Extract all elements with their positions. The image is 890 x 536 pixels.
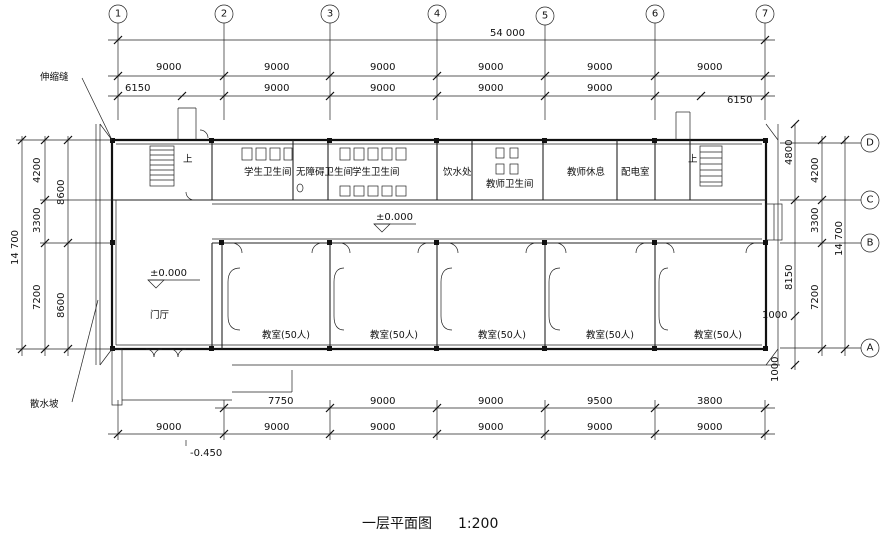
dim-bottom1-1: 7750: [268, 396, 293, 407]
dim-top-5: 9000: [587, 62, 612, 73]
lobby-doors: [111, 129, 232, 406]
room-water: 饮水处: [443, 166, 472, 178]
dim-bottom2-3: 9000: [370, 422, 395, 433]
dim-bottom1-5: 3800: [697, 396, 722, 407]
room-accessible-wc: 无障碍卫生间: [296, 166, 353, 178]
dim-right-outer-2: 8150: [784, 265, 795, 290]
top-dimension-lines: [108, 35, 775, 101]
bottom-dimension-lines: [108, 400, 775, 440]
room-teacher-wc: 教师卫生间: [486, 178, 534, 190]
axis-label-B: B: [867, 238, 874, 249]
dim-right-small-1000-b: 1000: [770, 357, 781, 382]
expansion-joint-leader: [81, 77, 113, 141]
dim-bottom2-4: 9000: [478, 422, 503, 433]
dim-left-outer-2: 8600: [56, 293, 67, 318]
stair-up-left-label: 上: [183, 154, 193, 165]
dim-bottom1-3: 9000: [478, 396, 503, 407]
drawing-scale: 1:200: [458, 516, 498, 532]
dim-bottom2-1: 9000: [156, 422, 181, 433]
axis-label-6: 6: [652, 9, 658, 20]
right-entrance: [765, 203, 783, 241]
elevation-markers: [147, 223, 416, 446]
apron-lines: [95, 123, 780, 393]
axis-label-A: A: [867, 343, 874, 354]
dim-left-outer-1: 8600: [56, 180, 67, 205]
elevation-outside: -0.450: [190, 448, 222, 459]
dim-left-inner-1: 4200: [32, 158, 43, 183]
dim-top2-right: 6150: [727, 95, 752, 106]
room-student-wc-1: 学生卫生间: [244, 166, 292, 178]
dim-top-2: 9000: [264, 62, 289, 73]
dim-top-4: 9000: [478, 62, 503, 73]
elevation-lobby: ±0.000: [150, 268, 187, 279]
dim-bottom2-6: 9000: [697, 422, 722, 433]
classroom-4: 教室(50人): [586, 329, 634, 341]
dim-right-inner-1: 4200: [810, 158, 821, 183]
room-student-wc-2: 学生卫生间: [352, 166, 400, 178]
room-lobby: 门厅: [150, 309, 170, 321]
classroom-1: 教室(50人): [262, 329, 310, 341]
room-electric: 配电室: [621, 166, 650, 178]
dim-right-inner-3: 7200: [810, 285, 821, 310]
dim-top2-left: 6150: [125, 83, 150, 94]
axis-label-7: 7: [762, 9, 768, 20]
apron-leader: [71, 299, 99, 403]
dim-top-6: 9000: [697, 62, 722, 73]
dim-right-inner-2: 3300: [810, 208, 821, 233]
axis-label-D: D: [866, 138, 874, 149]
right-dimension-lines: [790, 119, 850, 370]
dim-top-total: 54 000: [490, 28, 525, 39]
classroom-details: [227, 242, 757, 331]
dim-top2-1: 9000: [264, 83, 289, 94]
dim-top2-2: 9000: [370, 83, 395, 94]
axis-label-2: 2: [221, 9, 227, 20]
dim-left-inner-2: 3300: [32, 208, 43, 233]
dim-bottom2-2: 9000: [264, 422, 289, 433]
dim-top-1: 9000: [156, 62, 181, 73]
dim-right-outer-1: 4800: [784, 140, 795, 165]
classroom-2: 教室(50人): [370, 329, 418, 341]
expansion-joint-label: 伸缩缝: [40, 71, 69, 83]
room-teacher-rest: 教师休息: [567, 166, 605, 178]
vertical-axis-bubbles: 1 2 3 4 5 6 7: [108, 4, 775, 120]
dim-bottom2-5: 9000: [587, 422, 612, 433]
toilet-fixtures: [241, 147, 519, 197]
building-walls: [110, 138, 768, 351]
dim-left-total: 14 700: [10, 230, 21, 265]
dim-bottom1-2: 9000: [370, 396, 395, 407]
elevation-corridor: ±0.000: [376, 212, 413, 223]
classroom-3: 教室(50人): [478, 329, 526, 341]
stair-right: [675, 111, 723, 187]
apron-label: 散水坡: [30, 398, 59, 410]
dim-top-3: 9000: [370, 62, 395, 73]
axis-label-4: 4: [434, 9, 440, 20]
classroom-5: 教室(50人): [694, 329, 742, 341]
horizontal-axis-bubbles: D C B A: [780, 133, 880, 358]
left-dimension-lines: [16, 135, 112, 356]
dim-left-inner-3: 7200: [32, 285, 43, 310]
dim-top2-3: 9000: [478, 83, 503, 94]
dim-right-small-1000-a: 1000: [762, 310, 787, 321]
stair-left: [149, 107, 197, 187]
dim-bottom1-4: 9500: [587, 396, 612, 407]
axis-label-5: 5: [542, 11, 548, 22]
axis-label-C: C: [867, 195, 874, 206]
axis-label-3: 3: [327, 9, 333, 20]
drawing-title: 一层平面图: [362, 516, 432, 532]
axis-label-1: 1: [115, 9, 121, 20]
dim-right-total: 14 700: [834, 221, 845, 256]
dim-top2-4: 9000: [587, 83, 612, 94]
stair-up-right-label: 上: [688, 154, 698, 165]
